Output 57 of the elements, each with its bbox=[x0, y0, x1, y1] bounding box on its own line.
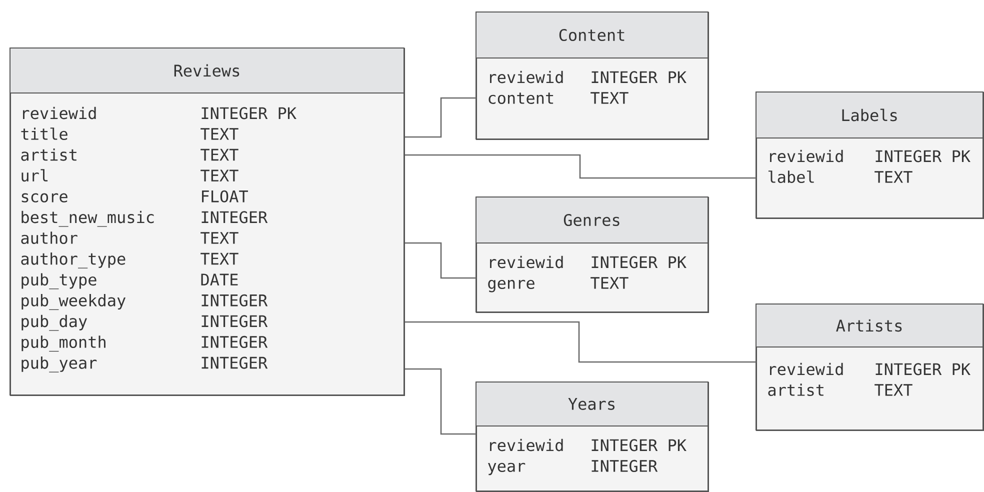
field-type: TEXT bbox=[590, 92, 628, 104]
field-name: pub_weekday bbox=[22, 294, 126, 310]
field-name: reviewid bbox=[490, 438, 563, 452]
field-type: INTEGER bbox=[202, 315, 268, 328]
field-type: DATE bbox=[201, 274, 238, 286]
field-type: INTEGER PK bbox=[592, 256, 686, 268]
field-type: TEXT bbox=[200, 128, 238, 140]
field-type: INTEGER bbox=[592, 460, 658, 472]
field-type: TEXT bbox=[200, 252, 238, 265]
field-name: pub_type bbox=[22, 273, 96, 290]
field-name: url bbox=[22, 169, 48, 182]
table-title: Years bbox=[568, 398, 614, 410]
table-title: Genres bbox=[564, 214, 620, 226]
table-title: Reviews bbox=[174, 64, 240, 77]
connector-line bbox=[405, 321, 756, 363]
connector-line bbox=[405, 368, 476, 435]
table-title: Labels bbox=[842, 108, 897, 122]
field-name: pub_month bbox=[22, 336, 106, 352]
field-type: INTEGER PK bbox=[592, 71, 686, 84]
field-name: pub_day bbox=[22, 314, 87, 331]
field-type: TEXT bbox=[200, 148, 238, 161]
connector-line bbox=[405, 154, 756, 179]
field-type: TEXT bbox=[590, 277, 628, 289]
field-type: INTEGER bbox=[202, 336, 268, 348]
field-type: INTEGER PK bbox=[592, 439, 686, 452]
field-type: INTEGER bbox=[202, 211, 268, 224]
field-type: INTEGER bbox=[202, 356, 268, 369]
field-name: author bbox=[21, 232, 78, 244]
field-type: INTEGER PK bbox=[876, 363, 970, 376]
field-name: reviewid bbox=[23, 106, 96, 120]
field-type: INTEGER PK bbox=[202, 107, 296, 120]
field-type: TEXT bbox=[874, 171, 912, 183]
connector-line bbox=[405, 242, 476, 279]
field-name: title bbox=[21, 128, 68, 140]
field-name: artist bbox=[21, 148, 76, 161]
field-name: label bbox=[768, 170, 814, 184]
field-type: TEXT bbox=[200, 170, 238, 182]
field-type: TEXT bbox=[200, 232, 238, 244]
field-type: TEXT bbox=[874, 384, 912, 396]
field-name: author_type bbox=[21, 252, 126, 268]
field-name: score bbox=[22, 193, 68, 202]
field-type: FLOAT bbox=[202, 190, 248, 202]
field-name: reviewid bbox=[770, 362, 843, 376]
field-name: genre bbox=[488, 280, 534, 292]
field-type: INTEGER PK bbox=[876, 150, 970, 162]
table-title: Artists bbox=[836, 319, 902, 332]
field-name: reviewid bbox=[770, 150, 843, 162]
connector-line bbox=[405, 97, 476, 138]
table-title: Content bbox=[559, 28, 624, 42]
field-name: year bbox=[488, 462, 526, 476]
field-name: pub_year bbox=[22, 356, 97, 372]
field-name: reviewid bbox=[490, 256, 563, 268]
field-name: artist bbox=[768, 384, 824, 396]
field-name: best_new_music bbox=[22, 210, 154, 227]
field-name: content bbox=[488, 92, 554, 104]
field-name: reviewid bbox=[490, 70, 563, 84]
field-type: INTEGER bbox=[202, 294, 268, 306]
